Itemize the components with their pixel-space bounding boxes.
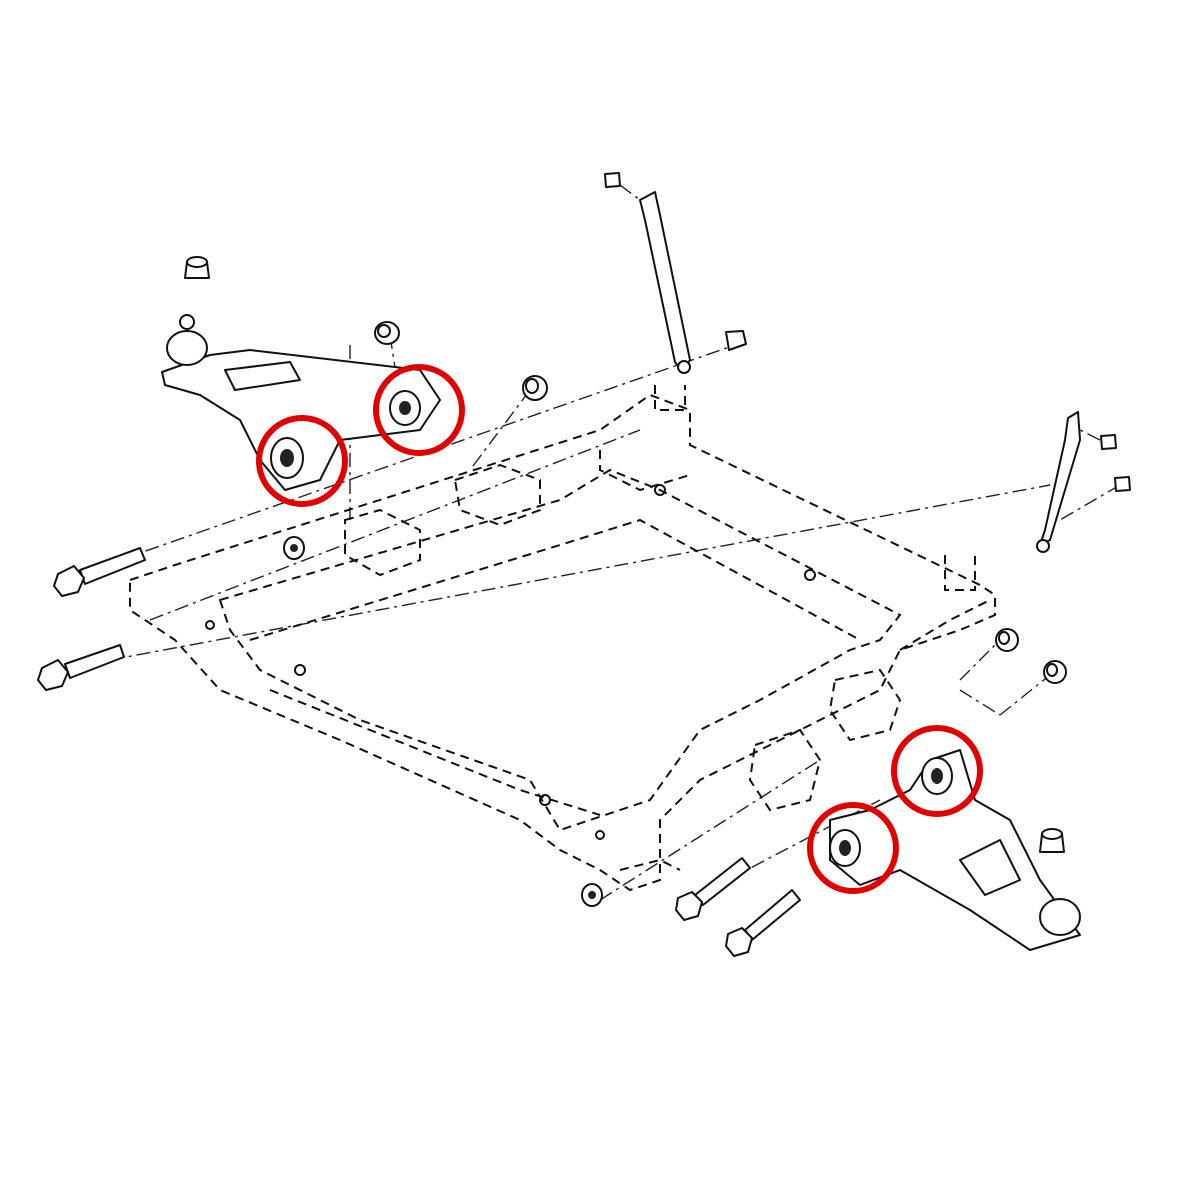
right-ball-joint [1039,898,1081,936]
nuts [184,172,1131,907]
highlight-circle-left-rear-bushing [373,364,465,456]
highlight-circle-right-front-bushing [807,802,899,894]
stabilizer-links [639,191,1081,553]
highlight-circle-left-front-bushing [256,415,348,507]
highlight-circle-right-rear-bushing [891,725,983,817]
bolts [37,547,801,957]
left-control-arm [161,314,441,491]
bolt [675,857,751,921]
right-stabilizer-link [1039,411,1081,546]
bolt [53,547,146,597]
subframe [129,385,996,892]
left-stabilizer-link [639,191,691,373]
bolt [725,889,801,957]
right-control-arm [829,749,1081,951]
left-ball-joint [166,330,208,366]
bolt [37,644,125,691]
bushing-highlights [256,364,983,894]
